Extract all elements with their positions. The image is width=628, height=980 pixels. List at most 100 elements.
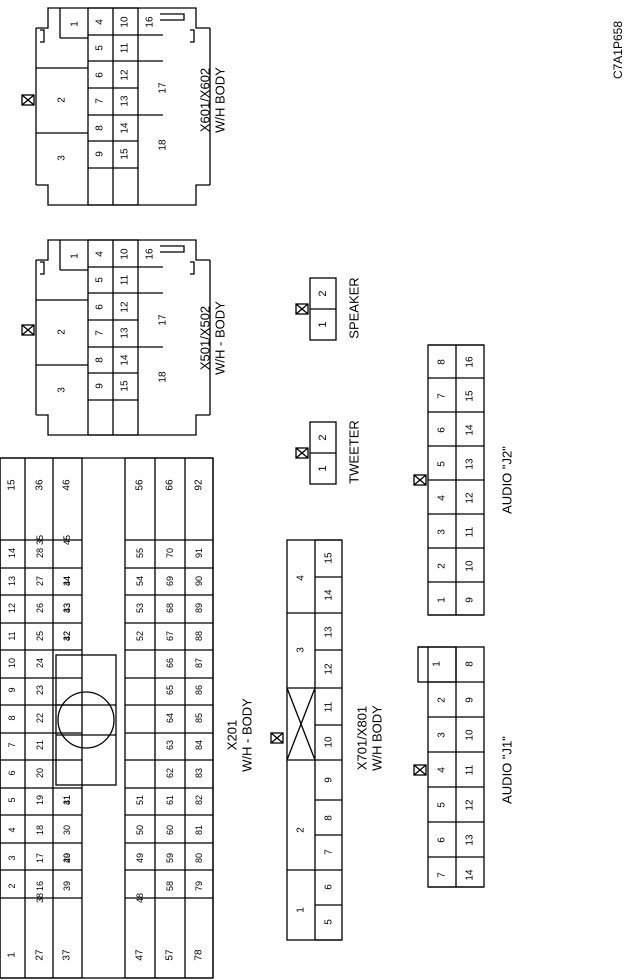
pin-number: 59 — [165, 853, 175, 863]
pin-number: 58 — [165, 881, 175, 891]
connector-label: W/H - BODY — [240, 698, 255, 772]
pin-number: 1 — [296, 907, 307, 913]
pin-number: 9 — [465, 597, 476, 603]
lock-slot — [160, 13, 185, 21]
connector-label: W/H BODY — [213, 67, 228, 133]
pin-number: 16 — [145, 16, 156, 28]
pin-number: 11 — [120, 274, 131, 285]
pin-number: 16 — [35, 881, 45, 891]
pin-number: 6 — [324, 884, 335, 890]
pin-number: 90 — [194, 576, 204, 586]
figure-code: C7A1P658 — [611, 21, 625, 79]
connector-label: X501/X502 — [198, 306, 213, 370]
pin-number: 7 — [95, 330, 106, 336]
pin-number: 15 — [7, 479, 18, 491]
pin-number: 10 — [120, 248, 131, 260]
pin-number: 80 — [194, 853, 204, 863]
pin-number: 18 — [158, 139, 169, 151]
pin-number: 53 — [135, 603, 145, 613]
pin-number: 92 — [194, 479, 205, 491]
pin-number: 3 — [437, 732, 448, 738]
pin-number: 11 — [465, 526, 476, 537]
pin-number: 14 — [7, 548, 17, 558]
pin-number: 15 — [465, 390, 476, 402]
pin-number: 9 — [7, 687, 17, 692]
connector-key-icon — [413, 764, 427, 776]
connector-outline — [0, 457, 214, 979]
pin-number: 31 — [62, 795, 72, 805]
pin-number: 2 — [317, 290, 329, 296]
pin-number: 49 — [135, 853, 145, 863]
pin-number: 87 — [194, 658, 204, 668]
pin-number: 2 — [296, 827, 307, 833]
connector-key-icon — [270, 732, 284, 744]
pin-number: 4 — [296, 575, 307, 581]
pin-number: 13 — [465, 458, 476, 470]
connector-label: AUDIO "J1" — [500, 736, 515, 804]
pin-number: 70 — [165, 548, 175, 558]
pin-number: 13 — [324, 626, 335, 638]
pin-number: 48 — [135, 893, 145, 903]
pin-number: 18 — [35, 825, 45, 835]
pin-number: 2 — [7, 883, 17, 888]
pin-number: 1 — [437, 597, 448, 603]
pin-number: 10 — [120, 16, 131, 28]
pin-number: 7 — [95, 98, 106, 104]
connector-key-icon — [295, 303, 309, 315]
pin-number: 20 — [35, 768, 45, 778]
pin-number: 15 — [120, 148, 131, 160]
pin-number: 5 — [324, 919, 335, 925]
pin-number: 45 — [62, 535, 72, 545]
pin-number: 14 — [120, 122, 131, 134]
pin-number: 33 — [62, 603, 72, 613]
pin-number: 66 — [165, 658, 175, 668]
connector-key-icon — [295, 447, 309, 459]
pin-number: 23 — [35, 685, 45, 695]
pin-number: 8 — [95, 125, 106, 131]
pin-number: 9 — [465, 697, 476, 703]
pin-number: 22 — [35, 713, 45, 723]
pin-number: 10 — [7, 658, 17, 668]
pin-number: 46 — [62, 479, 73, 491]
pin-number: 2 — [437, 563, 448, 569]
pin-number: 1 — [70, 253, 81, 259]
pin-number: 18 — [158, 371, 169, 383]
pin-number: 8 — [437, 359, 448, 365]
connector-label: AUDIO "J2" — [500, 446, 515, 514]
pin-number: 67 — [165, 631, 175, 641]
pin-number: 6 — [95, 304, 106, 310]
pin-number: 42 — [62, 631, 72, 641]
pin-number: 86 — [194, 685, 204, 695]
pin-number: 6 — [437, 427, 448, 433]
pin-number: 14 — [465, 869, 476, 881]
pin-number: 16 — [145, 248, 156, 260]
pin-number: 1 — [70, 21, 81, 27]
pin-number: 15 — [324, 552, 335, 564]
pin-number: 38 — [35, 893, 45, 903]
connector-label: X601/X602 — [198, 68, 213, 132]
pin-number: 12 — [465, 492, 476, 504]
pin-number: 25 — [35, 631, 45, 641]
pin-number: 8 — [324, 815, 335, 821]
pin-number: 52 — [135, 631, 145, 641]
pin-number: 55 — [135, 548, 145, 558]
pin-number: 50 — [135, 825, 145, 835]
pin-number: 3 — [437, 529, 448, 535]
pin-number: 7 — [7, 742, 17, 747]
pin-number: 83 — [194, 768, 204, 778]
pin-number: 2 — [57, 329, 68, 335]
pin-number: 40 — [62, 853, 72, 863]
lock-slot — [190, 261, 195, 275]
pin-number: 14 — [324, 589, 335, 601]
lock-slot — [40, 29, 45, 43]
pin-number: 28 — [35, 548, 45, 558]
pin-number: 2 — [317, 434, 329, 440]
pin-number: 11 — [120, 42, 131, 53]
pin-number: 13 — [120, 95, 131, 107]
pin-number: 63 — [165, 740, 175, 750]
connector-label: SPEAKER — [347, 277, 362, 338]
pin-number: 44 — [62, 576, 72, 586]
pin-number: 47 — [135, 949, 146, 961]
pin-number: 11 — [324, 701, 335, 712]
pin-number: 36 — [35, 479, 46, 491]
